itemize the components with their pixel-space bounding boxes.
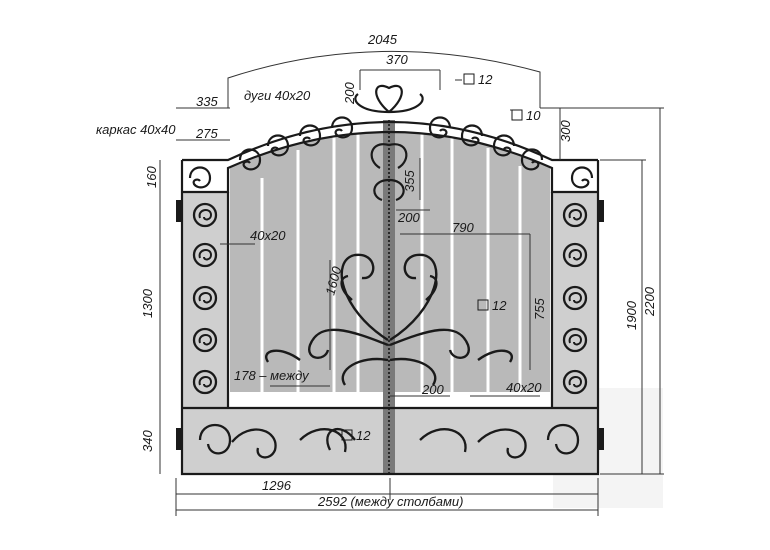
dim-bar-spacing: 178 – между xyxy=(234,368,310,383)
dim-arc-rise: 300 xyxy=(558,120,573,142)
dim-inner-height: 1600 xyxy=(322,264,344,297)
dim-overall-leaf-height: 1900 xyxy=(624,300,639,330)
dim-square-mid: 12 xyxy=(492,298,507,313)
dim-side-offset: 335 xyxy=(196,94,218,109)
dim-center-ornament-height: 355 xyxy=(402,170,417,192)
dim-pattern-width: 790 xyxy=(452,220,474,235)
dim-leaf-width: 1296 xyxy=(262,478,292,493)
bottom-scrolls xyxy=(198,424,580,459)
label-arc-profile: дуги 40х20 xyxy=(244,88,311,103)
dim-top-ornament-height: 200 xyxy=(342,82,357,105)
dim-top-ornament-width: 370 xyxy=(386,52,408,67)
arc-dimension-outline xyxy=(227,50,541,108)
dim-top-band: 160 xyxy=(144,166,159,188)
label-frame-profile: каркас 40х40 xyxy=(96,122,176,137)
dim-square-bottom: 12 xyxy=(356,428,371,443)
profile-squares xyxy=(341,73,523,441)
dim-frame-inner: 275 xyxy=(195,126,218,141)
gate-frame xyxy=(180,121,600,476)
dim-square-top-a: 12 xyxy=(478,72,493,87)
dim-bottom-band: 340 xyxy=(140,430,155,452)
dim-center-ornament-width: 200 xyxy=(397,210,420,225)
dim-overall-height: 2200 xyxy=(642,286,657,317)
hinges xyxy=(176,200,604,450)
dim-pattern-height: 755 xyxy=(532,298,547,320)
dim-side-height: 1300 xyxy=(140,288,155,318)
vertical-bars xyxy=(260,130,522,392)
dim-total-width: 2592 (между столбами) xyxy=(317,494,463,509)
heart-ornament xyxy=(265,253,513,386)
dim-panel-profile-left: 40х20 xyxy=(250,228,286,243)
dim-square-top-b: 10 xyxy=(526,108,541,123)
crown-ornament xyxy=(354,84,424,202)
dim-arc-width: 2045 xyxy=(367,32,398,47)
dim-panel-profile-right: 40х20 xyxy=(506,380,542,395)
dim-lower-ornament-width: 200 xyxy=(421,382,444,397)
dimension-lines xyxy=(159,69,664,516)
